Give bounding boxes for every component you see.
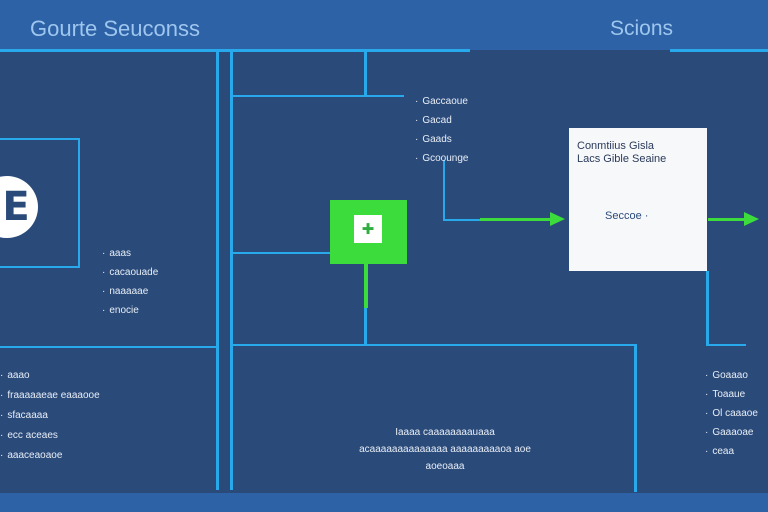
left-bottom-list: ·aaao ·fraaaaaeae eaaaooe ·sfacaaaa ·ecc…: [0, 366, 100, 466]
green-connector-vertical: [364, 262, 368, 308]
left-mid-list: ·aaas ·cacaouade ·naaaaae ·enocie: [102, 244, 158, 320]
list-item: ·Gaccaoue: [415, 96, 468, 107]
branch-vertical: [443, 160, 445, 220]
right-list: ·Goaaao ·Toaaue ·Ol caaaoe ·Gaaaoae ·cea…: [705, 366, 758, 461]
center-bottom-right-border: [634, 344, 637, 492]
footer-bar: [0, 493, 768, 512]
right-connector-horizontal: [706, 344, 746, 346]
center-bottom-rule: [232, 344, 636, 346]
node-icon-frame: ✚: [354, 215, 382, 243]
section-title: Scions: [610, 17, 674, 40]
list-item: ·ceaa: [705, 446, 735, 457]
arrow-right-icon: [744, 212, 759, 226]
left-panel-border-bottom: [0, 346, 218, 348]
branch-horizontal: [443, 219, 493, 221]
green-arrow-line-1: [480, 218, 552, 221]
header-bar: [0, 0, 768, 50]
list-item: ·Goaaao: [705, 370, 748, 381]
plus-icon: ✚: [361, 220, 375, 238]
logo-frame: [0, 138, 80, 268]
right-connector-vertical: [706, 271, 709, 346]
top-rule-left: [0, 49, 470, 52]
node-title: Conmtiius Gisla: [577, 140, 655, 152]
left-panel-border-right: [216, 50, 219, 490]
list-item: ·naaaaae: [102, 286, 149, 297]
node-subtitle: Lacs Gible Seaine: [577, 153, 667, 165]
list-item: ·aaas: [102, 248, 132, 259]
center-caption: Iaaaa caaaaaaaauaaa acaaaaaaaaaaaaaa aaa…: [270, 424, 620, 475]
connector-down: [364, 308, 367, 346]
caption-line-3: aoeoaaa: [425, 461, 465, 472]
green-process-node[interactable]: ✚: [330, 200, 407, 264]
list-item: ·Gaaaoae: [705, 427, 754, 438]
top-rule-right: [670, 49, 768, 52]
list-item: ·Toaaue: [705, 389, 746, 400]
center-panel-rule-1: [232, 95, 404, 97]
center-panel-border-left: [230, 50, 233, 490]
list-item: ·aaao: [0, 370, 30, 381]
list-item: ·Gacad: [415, 115, 452, 126]
list-item: ·cacaouade: [102, 267, 159, 278]
list-item: ·Gaads: [415, 134, 452, 145]
output-node-card[interactable]: Conmtiius Gisla Lacs Gible Seaine Seccoe…: [569, 128, 707, 271]
green-arrow-line-2: [708, 218, 746, 221]
diagram-title: Gourte Seuconss: [30, 16, 200, 41]
list-item: ·enocie: [102, 305, 139, 316]
arrow-right-icon: [550, 212, 565, 226]
caption-line-1: Iaaaa caaaaaaaauaaa: [395, 427, 495, 438]
list-item: ·sfacaaaa: [0, 410, 48, 421]
list-item: ·ecc aceaes: [0, 430, 58, 441]
top-list: ·Gaccaoue ·Gacad ·Gaads ·Gcoounge: [415, 92, 469, 168]
list-item: ·aaaceaoaoe: [0, 450, 63, 461]
node-action-link[interactable]: Seccoe ·: [605, 210, 649, 222]
list-item: ·Gcoounge: [415, 153, 469, 164]
caption-line-2: acaaaaaaaaaaaaaa aaaaaaaaaoa aoe: [359, 444, 531, 455]
center-panel-divider: [364, 50, 367, 97]
center-panel-rule-2: [232, 252, 332, 254]
list-item: ·Ol caaaoe: [705, 408, 758, 419]
list-item: ·fraaaaaeae eaaaooe: [0, 390, 100, 401]
